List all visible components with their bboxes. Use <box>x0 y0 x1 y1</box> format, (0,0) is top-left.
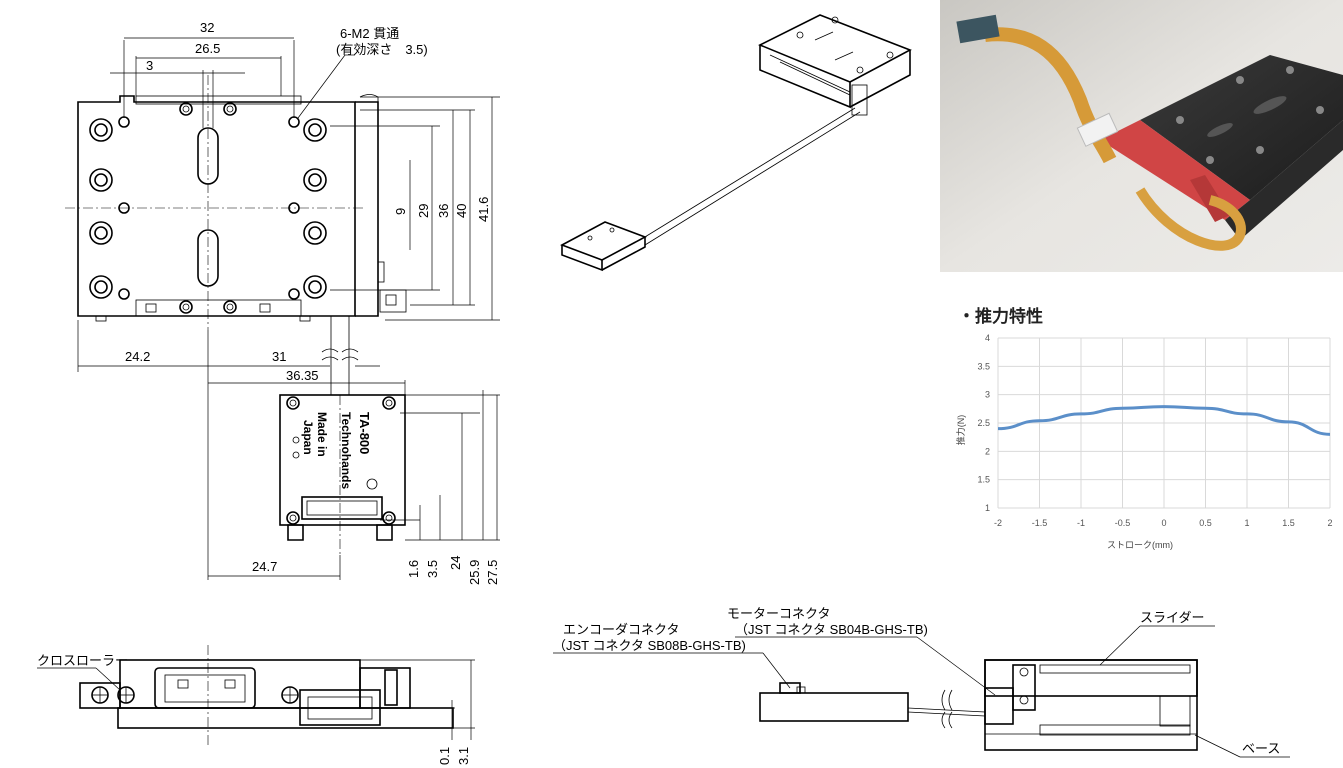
board-model-text: TA-800 <box>357 412 372 454</box>
isometric-view <box>560 14 912 272</box>
y-tick-label: 2 <box>985 446 990 456</box>
dim-0-1: 0.1 <box>437 747 452 765</box>
x-tick-label: -1.5 <box>1032 518 1048 528</box>
board-maker-text: Technohands <box>339 412 353 489</box>
hole-note-depth: (有効深さ 3.5) <box>336 42 428 57</box>
thrust-series-line <box>997 405 1331 436</box>
dim-36-35: 36.35 <box>286 368 319 383</box>
board-origin-text: Made in <box>315 412 329 457</box>
board-country-text: Japan <box>301 420 315 455</box>
chart-title: ・推力特性 <box>958 307 1043 327</box>
motor-connector-label: モーターコネクタ <box>727 606 830 621</box>
x-axis-label: ストローク(mm) <box>1107 540 1173 550</box>
y-axis-label: 推力(N) <box>955 415 966 446</box>
mount-hole <box>89 118 327 299</box>
encoder-board-view: 36.35 TA-800 Technohands Made in Japan 1… <box>207 368 500 585</box>
motor-connector-part: （JST コネクタ SB04B-GHS-TB) <box>735 622 928 637</box>
chart-grid <box>997 337 1331 509</box>
dim-25-9: 25.9 <box>467 560 482 585</box>
y-tick-label: 3.5 <box>977 361 990 371</box>
hole-note-thread: 6-M2 貫通 <box>340 26 399 41</box>
base-label: ベース <box>1242 741 1280 756</box>
y-tick-label: 1.5 <box>977 475 990 485</box>
encoder-connector-part: （JST コネクタ SB08B-GHS-TB) <box>553 638 746 653</box>
top-view: 32 26.5 3 6-M2 貫通 (有効深さ 3.5) 9 29 36 40 … <box>65 20 500 395</box>
dim-24: 24 <box>448 556 463 570</box>
dim-24-2: 24.2 <box>125 349 150 364</box>
connector-side-view: モーターコネクタ （JST コネクタ SB04B-GHS-TB) エンコーダコネ… <box>553 606 1290 758</box>
dim-26-5: 26.5 <box>195 41 220 56</box>
dim-32: 32 <box>200 20 214 35</box>
dim-40: 40 <box>454 204 469 218</box>
dim-24-7: 24.7 <box>252 559 277 574</box>
dim-36: 36 <box>436 204 451 218</box>
encoder-connector-label: エンコーダコネクタ <box>563 622 679 637</box>
dim-1-6: 1.6 <box>406 560 421 578</box>
dim-3: 3 <box>146 58 153 73</box>
x-tick-label: 0.5 <box>1199 518 1212 528</box>
dim-41-6: 41.6 <box>476 197 491 222</box>
product-photo <box>940 0 1343 272</box>
dim-3-5: 3.5 <box>425 560 440 578</box>
x-tick-label: 0 <box>1161 518 1166 528</box>
x-tick-label: -1 <box>1077 518 1085 528</box>
slider-label: スライダー <box>1140 610 1204 625</box>
product-photo-drawing <box>940 0 1343 272</box>
dim-3-1: 3.1 <box>456 747 471 765</box>
dim-31: 31 <box>272 349 286 364</box>
dim-27-5: 27.5 <box>485 560 500 585</box>
y-tick-label: 2.5 <box>977 418 990 428</box>
x-tick-label: 1 <box>1244 518 1249 528</box>
x-tick-label: 1.5 <box>1282 518 1295 528</box>
cross-roller-label: クロスローラー <box>37 653 128 668</box>
y-tick-label: 4 <box>985 333 990 343</box>
chart-ticks: -2 -1.5 -1 -0.5 0 0.5 1 1.5 2 1 1.5 2 2.5 3 3.5 4 <box>977 333 1332 528</box>
x-tick-label: 2 <box>1327 518 1332 528</box>
x-tick-label: -2 <box>994 518 1002 528</box>
dim-29: 29 <box>416 204 431 218</box>
side-view: クロスローラー 0.1 3.1 <box>37 645 475 765</box>
x-tick-label: -0.5 <box>1115 518 1131 528</box>
dim-9: 9 <box>393 208 408 215</box>
y-tick-label: 3 <box>985 390 990 400</box>
thrust-chart-plot: -2 -1.5 -1 -0.5 0 0.5 1 1.5 2 1 1.5 2 2.5 3 3.5 4 ストローク… <box>955 333 1333 550</box>
y-tick-label: 1 <box>985 503 990 513</box>
